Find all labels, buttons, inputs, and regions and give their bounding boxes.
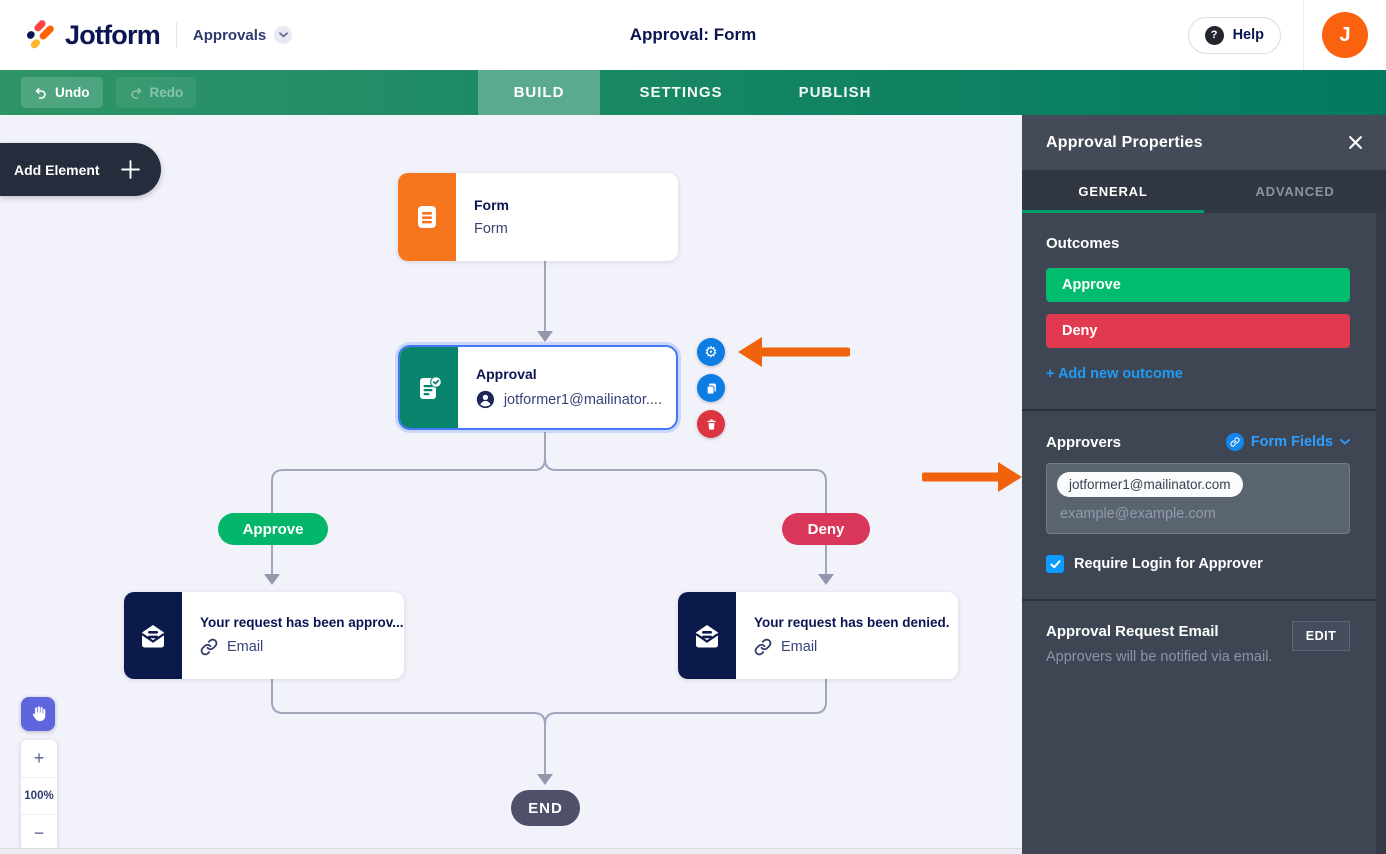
outcome-approve-button[interactable]: Approve [1046, 268, 1350, 302]
tab-build[interactable]: BUILD [478, 70, 600, 115]
request-email-heading: Approval Request Email [1046, 623, 1219, 640]
outcomes-section: Outcomes Approve Deny + Add new outcome [1022, 213, 1376, 409]
horizontal-scrollbar[interactable] [0, 848, 1022, 854]
approve-email-title: Your request has been approv... [200, 615, 404, 630]
undo-icon [35, 87, 46, 99]
panel-scrollbar[interactable] [1376, 213, 1386, 854]
node-settings-button[interactable]: ⚙ [697, 338, 725, 366]
approval-node-approver: jotformer1@mailinator.... [503, 391, 662, 408]
deny-branch-badge[interactable]: Deny [782, 513, 870, 545]
form-fields-label: Form Fields [1250, 434, 1333, 450]
form-fields-dropdown[interactable]: Form Fields [1225, 433, 1350, 451]
request-email-section: Approval Request Email Approvers will be… [1022, 599, 1376, 691]
page-title: Approval: Form [629, 25, 757, 44]
jotform-logo[interactable]: Jotform [24, 19, 161, 51]
pan-tool-button[interactable] [21, 697, 55, 731]
email-icon [124, 592, 182, 679]
trash-icon [706, 418, 716, 430]
zoom-level: 100% [21, 777, 57, 814]
pointer-arrow-to-approvers [922, 462, 1022, 492]
approver-email-input[interactable]: jotformer1@mailinator.com example@exampl… [1046, 463, 1350, 534]
hand-icon [32, 706, 46, 722]
panel-tab-advanced[interactable]: ADVANCED [1255, 184, 1335, 199]
link-icon [200, 638, 218, 656]
approver-chip[interactable]: jotformer1@mailinator.com [1057, 472, 1243, 497]
deny-email-title: Your request has been denied. [754, 615, 950, 630]
zoom-controls: + 100% − [21, 740, 57, 851]
panel-header: Approval Properties [1022, 115, 1386, 170]
outcomes-heading: Outcomes [1046, 235, 1120, 252]
approve-email-node[interactable]: Your request has been approv... Email [124, 592, 404, 679]
header-divider [175, 22, 177, 48]
workspace-switcher[interactable]: Approvals [192, 26, 293, 44]
zoom-in-button[interactable]: + [33, 748, 45, 768]
approver-input-placeholder: example@example.com [1060, 506, 1216, 522]
jotform-logo-icon [26, 20, 54, 49]
deny-email-node[interactable]: Your request has been denied. Email [678, 592, 958, 679]
add-element-button[interactable]: Add Element [0, 143, 161, 196]
approvers-heading: Approvers [1046, 433, 1122, 451]
person-icon [476, 390, 495, 409]
workflow-toolbar: Undo Redo BUILD SETTINGS PUBLISH [0, 70, 1386, 115]
brand-wordmark: Jotform [65, 19, 161, 50]
gear-icon: ⚙ [704, 342, 718, 361]
form-icon [398, 173, 456, 261]
close-icon[interactable] [1344, 132, 1366, 154]
chevron-down-icon [1340, 439, 1350, 445]
copy-icon [706, 383, 716, 395]
add-new-outcome-link[interactable]: + Add new outcome [1046, 366, 1183, 382]
pointer-arrow-to-gear [738, 337, 850, 367]
approve-branch-badge[interactable]: Approve [218, 513, 328, 545]
redo-button[interactable]: Redo [115, 77, 197, 108]
approvers-section: Approvers Form Fields jotformer1@mailina… [1022, 409, 1376, 599]
outcome-deny-button[interactable]: Deny [1046, 314, 1350, 348]
link-icon [1225, 433, 1244, 451]
email-icon [678, 592, 736, 679]
header-vertical-divider [1303, 0, 1304, 70]
node-duplicate-button[interactable] [697, 374, 725, 402]
question-mark-icon: ? [1204, 25, 1224, 45]
workspace-label: Approvals [192, 26, 267, 44]
app-header: Jotform Approvals Approval: Form ? Help … [0, 0, 1386, 70]
link-icon [754, 638, 772, 656]
workflow-canvas[interactable]: Add Element Form Form Approval [0, 115, 1022, 854]
approval-properties-panel: Approval Properties GENERAL ADVANCED Out… [1022, 115, 1386, 854]
undo-button[interactable]: Undo [21, 77, 103, 108]
chevron-down-icon [274, 26, 293, 44]
flow-connectors [264, 261, 834, 785]
form-node[interactable]: Form Form [398, 173, 678, 261]
redo-icon [130, 87, 141, 99]
require-login-toggle[interactable]: Require Login for Approver [1046, 555, 1350, 573]
avatar[interactable]: J [1322, 12, 1368, 58]
tab-publish[interactable]: PUBLISH [798, 84, 872, 101]
node-delete-button[interactable] [697, 410, 725, 438]
require-login-label: Require Login for Approver [1074, 556, 1263, 572]
undo-label: Undo [55, 85, 90, 100]
end-node: END [511, 790, 580, 826]
edit-email-button[interactable]: EDIT [1292, 621, 1350, 651]
form-node-title: Form [474, 197, 509, 213]
approval-node[interactable]: Approval jotformer1@mailinator.... [398, 345, 678, 430]
panel-tab-general[interactable]: GENERAL [1022, 170, 1204, 213]
form-node-subtitle: Form [474, 221, 508, 237]
panel-tab-bar: GENERAL ADVANCED [1022, 170, 1386, 213]
approval-icon [400, 347, 458, 428]
checkbox-checked-icon[interactable] [1046, 555, 1064, 573]
zoom-out-button[interactable]: − [21, 814, 57, 851]
add-element-label: Add Element [14, 161, 100, 178]
plus-icon [121, 160, 140, 179]
help-button[interactable]: ? Help [1187, 16, 1281, 54]
redo-label: Redo [149, 85, 184, 100]
approval-node-title: Approval [476, 366, 537, 382]
approve-email-subtitle: Email [227, 639, 264, 655]
deny-email-subtitle: Email [781, 639, 818, 655]
tab-settings[interactable]: SETTINGS [639, 84, 723, 101]
help-label: Help [1232, 27, 1264, 43]
panel-title: Approval Properties [1046, 133, 1203, 151]
request-email-description: Approvers will be notified via email. [1046, 649, 1273, 665]
